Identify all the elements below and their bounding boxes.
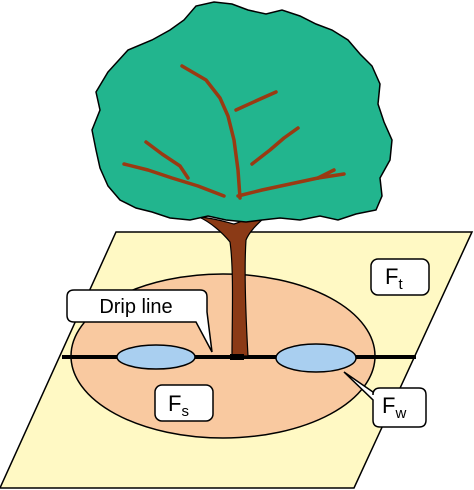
drip-line-callout: Drip line bbox=[66, 289, 213, 353]
ft-label-sub: t bbox=[398, 276, 403, 293]
ft-label: Ft bbox=[385, 264, 403, 293]
fw-callout: Fw bbox=[343, 371, 427, 428]
fs-label-main: F bbox=[168, 391, 181, 416]
drip-line-label: Drip line bbox=[99, 296, 172, 318]
fw-label-sub: w bbox=[394, 405, 406, 422]
wetted-zone-right bbox=[275, 343, 357, 373]
fs-callout-box bbox=[154, 384, 214, 422]
emitter bbox=[230, 354, 244, 360]
ft-label-main: F bbox=[385, 264, 398, 289]
drip-line-callout-box bbox=[66, 289, 213, 353]
tree-canopy bbox=[91, 1, 393, 223]
fs-label-sub: s bbox=[181, 403, 189, 420]
tree-branches bbox=[122, 64, 346, 200]
fw-callout-box bbox=[343, 371, 427, 428]
fs-callout: Fs bbox=[154, 384, 214, 422]
ft-callout: Ft bbox=[370, 258, 430, 296]
tree-trunk bbox=[198, 215, 268, 357]
wetted-zone-left bbox=[116, 344, 196, 370]
fw-label-main: F bbox=[382, 393, 395, 418]
fs-label: Fs bbox=[168, 391, 189, 420]
ft-callout-box bbox=[370, 258, 430, 296]
fw-label: Fw bbox=[382, 393, 406, 422]
